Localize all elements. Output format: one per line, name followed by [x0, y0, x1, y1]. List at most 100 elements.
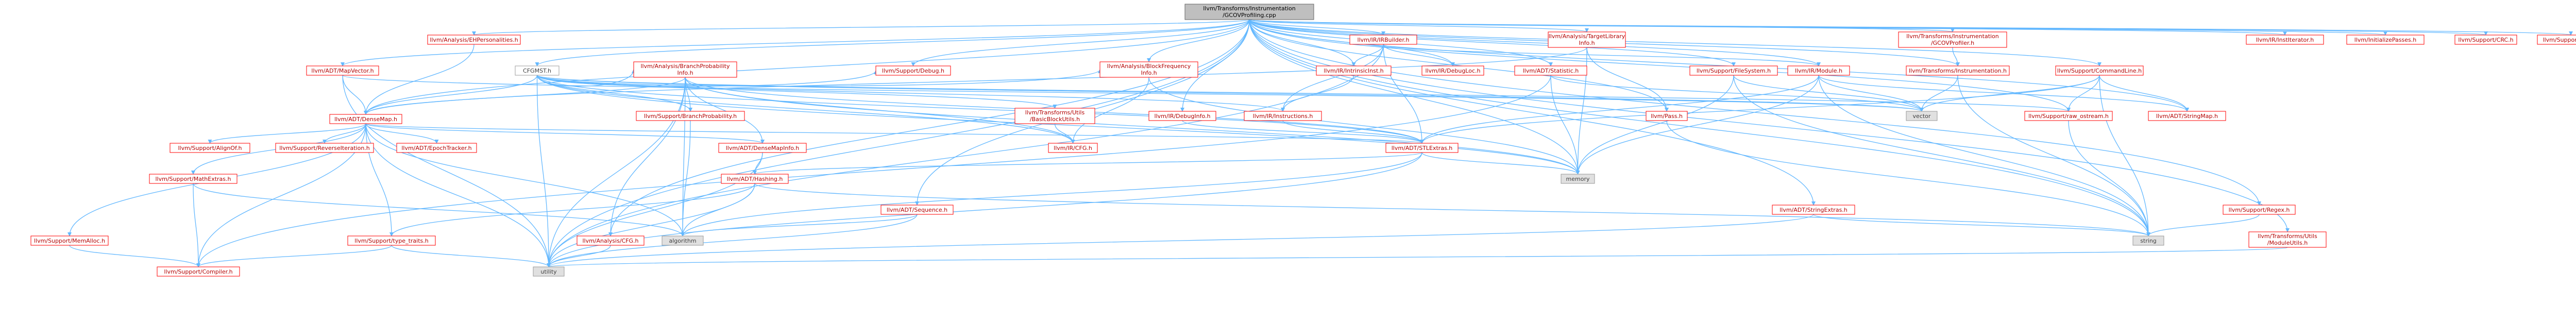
node-supportcrc[interactable]: llvm/Support/CRC.h: [2454, 35, 2517, 45]
node-gcovprofiler[interactable]: llvm/Transforms/Instrumentation/GCOVProf…: [1898, 31, 2007, 48]
node-label-filesystem: llvm/Support/FileSystem.h: [1697, 67, 1771, 74]
edge-stlextras-to-adthashing: [753, 152, 1422, 175]
node-label-line-blockfreq-1: Info.h: [1141, 70, 1157, 76]
node-label-mapvector: llvm/ADT/MapVector.h: [311, 67, 374, 74]
edge-cfgmst-to-branchprob: [536, 75, 692, 112]
node-commandline[interactable]: llvm/Support/CommandLine.h: [2055, 65, 2144, 76]
node-label-institerator: llvm/IR/InstIterator.h: [2256, 37, 2314, 43]
edge-basicblockutils-to-ircfg: [1054, 123, 1075, 144]
node-mathextras[interactable]: llvm/Support/MathExtras.h: [149, 174, 238, 184]
node-box-compiler: [157, 266, 240, 277]
node-pass[interactable]: llvm/Pass.h: [1646, 111, 1688, 121]
node-filesystem[interactable]: llvm/Support/FileSystem.h: [1689, 65, 1778, 76]
edge-root-to-stringmap: [1249, 19, 2189, 112]
node-alignof[interactable]: llvm/Support/AlignOf.h: [170, 143, 250, 153]
edge-densemap-to-alignof: [208, 123, 366, 144]
edge-commandline-to-rawostream: [2066, 75, 2100, 112]
edge-cfgmst-to-densemap: [364, 75, 538, 115]
node-typetraits[interactable]: llvm/Support/type_traits.h: [347, 235, 436, 246]
node-label-commandline: llvm/Support/CommandLine.h: [2057, 67, 2142, 74]
node-stlextras[interactable]: llvm/ADT/STLExtras.h: [1385, 143, 1459, 153]
node-box-branchprob: [636, 111, 745, 121]
edge-commandline-to-stringmap: [2099, 75, 2189, 112]
node-adtsequence[interactable]: llvm/ADT/Sequence.h: [880, 205, 954, 215]
node-moduleutils[interactable]: llvm/Transforms/Utils/ModuleUtils.h: [2248, 231, 2327, 248]
node-memory: memory: [1561, 174, 1595, 184]
node-basicblockutils[interactable]: llvm/Transforms/Utils/BasicBlockUtils.h: [1014, 108, 1095, 124]
edge-commandline-to-stlextras: [1420, 75, 2100, 144]
node-box-commandline: [2055, 65, 2144, 76]
edge-irmodule-to-stlextras: [1420, 75, 1819, 144]
edge-root-to-ehpers: [472, 19, 1250, 36]
node-adthashing[interactable]: llvm/ADT/Hashing.h: [721, 174, 789, 184]
node-box-intrinsicinst: [1316, 65, 1392, 76]
node-ircfg[interactable]: llvm/IR/CFG.h: [1048, 143, 1098, 153]
node-label-adtsequence: llvm/ADT/Sequence.h: [887, 207, 947, 213]
node-analysiscfg[interactable]: llvm/Analysis/CFG.h: [577, 235, 645, 246]
node-supportdebug[interactable]: llvm/Support/Debug.h: [875, 65, 951, 76]
node-supportpath[interactable]: llvm/Support/Path.h: [2537, 35, 2576, 45]
node-box-adtsequence: [880, 205, 954, 215]
node-box-root: [1184, 4, 1314, 20]
node-rawostream[interactable]: llvm/Support/raw_ostream.h: [2024, 111, 2113, 121]
node-label-line-basicblockutils-0: llvm/Transforms/Utils: [1025, 109, 1085, 116]
node-irinstructions[interactable]: llvm/IR/Instructions.h: [1244, 111, 1322, 121]
edge-branchprobinfo-to-analysiscfg: [608, 77, 686, 236]
edge-moduleutils-to-utility: [547, 247, 2288, 267]
edge-densemap-to-algorithm: [365, 123, 685, 236]
node-label-pass: llvm/Pass.h: [1651, 113, 1683, 120]
node-statistic[interactable]: llvm/ADT/Statistic.h: [1514, 65, 1587, 76]
node-box-stringextras: [1772, 205, 1855, 215]
node-densemapinfo[interactable]: llvm/ADT/DenseMapInfo.h: [718, 143, 807, 153]
edge-densemap-to-reverseiter: [323, 123, 366, 144]
node-stringmap[interactable]: llvm/ADT/StringMap.h: [2148, 111, 2226, 121]
node-label-line-basicblockutils-1: /BasicBlockUtils.h: [1030, 116, 1080, 123]
node-debugloc[interactable]: llvm/IR/DebugLoc.h: [1421, 65, 1484, 76]
edge-memalloc-to-compiler: [69, 245, 200, 267]
node-regex[interactable]: llvm/Support/Regex.h: [2223, 205, 2296, 215]
node-reverseiter[interactable]: llvm/Support/ReverseIteration.h: [275, 143, 374, 153]
node-ehpers[interactable]: llvm/Analysis/EHPersonalities.h: [427, 35, 521, 45]
edge-root-to-targetlib: [1249, 19, 1589, 32]
node-initpasses[interactable]: llvm/InitializePasses.h: [2346, 35, 2425, 45]
node-label-memalloc: llvm/Support/MemAlloc.h: [34, 238, 105, 244]
node-label-supportcrc: llvm/Support/CRC.h: [2458, 37, 2513, 43]
node-compiler[interactable]: llvm/Support/Compiler.h: [157, 266, 240, 277]
node-institerator[interactable]: llvm/IR/InstIterator.h: [2246, 35, 2324, 45]
node-epochtracker[interactable]: llvm/ADT/EpochTracker.h: [396, 143, 477, 153]
node-branchprob[interactable]: llvm/Support/BranchProbability.h: [636, 111, 745, 121]
edge-intrinsicinst-to-irinstructions: [1281, 75, 1354, 112]
node-irbuilder[interactable]: llvm/IR/IRBuilder.h: [1349, 35, 1417, 45]
node-irmodule[interactable]: llvm/IR/Module.h: [1787, 65, 1850, 76]
node-box-debugloc: [1421, 65, 1484, 76]
node-memalloc[interactable]: llvm/Support/MemAlloc.h: [30, 235, 109, 246]
edge-densemap-to-densemapinfo: [365, 123, 765, 144]
edge-stringextras-to-string: [1813, 214, 2150, 236]
edge-branchprobinfo-to-algorithm: [681, 77, 686, 236]
node-label-line-targetlib-1: Info.h: [1579, 40, 1595, 46]
node-instrumentation[interactable]: llvm/Transforms/Instrumentation.h: [1906, 65, 2010, 76]
node-box-irmodule: [1787, 65, 1850, 76]
node-label-line-moduleutils-0: llvm/Transforms/Utils: [2258, 233, 2317, 240]
edge-cfgmst-to-basicblockutils: [536, 75, 1057, 109]
node-label-line-branchprobinfo-1: Info.h: [677, 70, 693, 76]
node-densemap[interactable]: llvm/ADT/DenseMap.h: [329, 114, 402, 124]
edge-irmodule-to-string: [1818, 75, 2150, 236]
edge-densemap-to-utility: [365, 123, 551, 267]
node-stringextras[interactable]: llvm/ADT/StringExtras.h: [1772, 205, 1855, 215]
node-label-supportpath: llvm/Support/Path.h: [2543, 37, 2576, 43]
edge-root-to-densemap: [364, 19, 1250, 115]
node-label-ehpers: llvm/Analysis/EHPersonalities.h: [430, 37, 518, 43]
node-intrinsicinst[interactable]: llvm/IR/IntrinsicInst.h: [1316, 65, 1392, 76]
node-root: llvm/Transforms/Instrumentation/GCOVProf…: [1184, 4, 1314, 20]
node-mapvector[interactable]: llvm/ADT/MapVector.h: [306, 65, 379, 76]
node-label-memory: memory: [1566, 176, 1590, 182]
node-label-supportdebug: llvm/Support/Debug.h: [882, 67, 944, 74]
node-label-alignof: llvm/Support/AlignOf.h: [178, 145, 242, 151]
node-label-stringmap: llvm/ADT/StringMap.h: [2156, 113, 2218, 120]
node-irdebuginfo[interactable]: llvm/IR/DebugInfo.h: [1148, 111, 1216, 121]
